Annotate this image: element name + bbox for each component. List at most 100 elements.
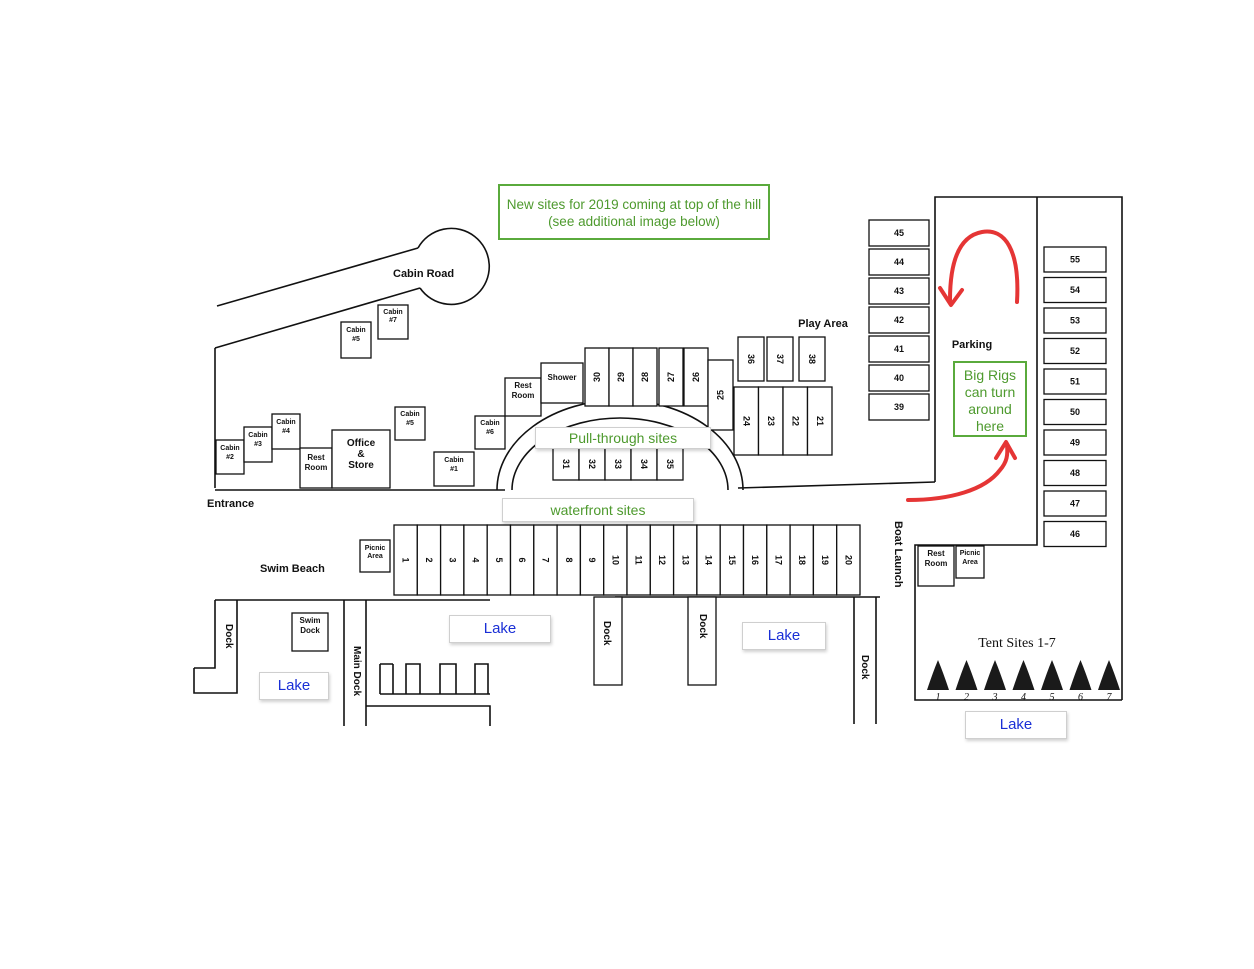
svg-text:Rest: Rest [927, 549, 945, 558]
campsite-7: 7 [533, 524, 558, 596]
entrance-label: Entrance [207, 498, 254, 510]
svg-text:4: 4 [471, 557, 481, 562]
svg-text:2: 2 [964, 692, 969, 703]
big-rigs-note: Big Rigs can turn around here [953, 361, 1027, 437]
campsite-49: 49 [1043, 429, 1107, 456]
shoreline [193, 596, 880, 726]
tent-site-7: 7 [1098, 660, 1120, 703]
campsite-48: 48 [1043, 459, 1107, 487]
lake-label-3-text: Lake [277, 677, 311, 694]
svg-text:42: 42 [894, 315, 904, 325]
picnic-area-beach: Picnic Area [359, 539, 391, 573]
campsite-46: 46 [1043, 520, 1107, 548]
svg-text:29: 29 [616, 372, 626, 382]
lake-label-4-text: Lake [999, 716, 1033, 733]
svg-text:16: 16 [750, 555, 760, 565]
svg-text:10: 10 [610, 555, 620, 565]
campsite-15: 15 [719, 524, 745, 596]
campsite-43: 43 [868, 277, 930, 305]
campsite-32: 32 [578, 447, 606, 481]
campsite-14: 14 [696, 524, 721, 596]
svg-text:Cabin: Cabin [220, 445, 239, 452]
svg-text:39: 39 [894, 402, 904, 412]
svg-text:Rest: Rest [307, 453, 325, 462]
tent-site-5: 5 [1041, 660, 1063, 703]
shower-building: Shower [540, 362, 584, 404]
campsite-51: 51 [1043, 368, 1107, 395]
campsite-5: 5 [486, 524, 512, 596]
svg-text:5: 5 [1050, 692, 1055, 703]
campsite-25: 25 [707, 359, 734, 431]
svg-text:&: & [357, 449, 364, 460]
svg-text:Area: Area [962, 559, 978, 566]
svg-text:#5: #5 [406, 420, 414, 427]
svg-text:33: 33 [613, 459, 623, 469]
dock-label-right: Dock [697, 614, 708, 639]
svg-text:54: 54 [1070, 285, 1080, 295]
campsite-1: 1 [393, 524, 418, 596]
svg-text:Room: Room [925, 559, 948, 568]
turnaround-arrows [906, 229, 1020, 502]
rest-room-entrance: Rest Room [299, 447, 333, 489]
svg-text:18: 18 [797, 555, 807, 565]
svg-text:17: 17 [773, 555, 783, 565]
svg-text:30: 30 [592, 372, 602, 382]
lake-label-4: Lake [965, 711, 1067, 739]
campsite-53: 53 [1043, 307, 1107, 334]
svg-text:#1: #1 [450, 466, 458, 473]
campsite-55: 55 [1043, 246, 1107, 273]
campsite-45: 45 [868, 219, 930, 247]
campsite-36: 36 [737, 336, 765, 382]
svg-text:Cabin: Cabin [276, 419, 295, 426]
campsite-29: 29 [608, 347, 634, 407]
svg-text:36: 36 [746, 354, 756, 364]
new-sites-note-text: New sites for 2019 coming at top of the … [506, 197, 762, 229]
dock-label-left: Dock [223, 624, 234, 649]
campsite-12: 12 [649, 524, 675, 596]
cabin-road-label: Cabin Road [393, 268, 454, 280]
campsite-37: 37 [766, 336, 794, 382]
cabin-6: Cabin #6 [474, 415, 506, 450]
svg-text:14: 14 [704, 555, 714, 565]
svg-text:41: 41 [894, 344, 904, 354]
svg-text:38: 38 [807, 354, 817, 364]
svg-text:19: 19 [820, 555, 830, 565]
svg-text:#6: #6 [486, 429, 494, 436]
tent-site-1: 1 [927, 660, 949, 703]
svg-text:25: 25 [716, 390, 726, 400]
svg-text:26: 26 [691, 372, 701, 382]
svg-text:1: 1 [401, 557, 411, 562]
svg-text:27: 27 [666, 372, 676, 382]
new-sites-note: New sites for 2019 coming at top of the … [498, 184, 770, 240]
svg-text:53: 53 [1070, 316, 1080, 326]
svg-text:22: 22 [790, 416, 800, 426]
svg-text:Dock: Dock [300, 626, 320, 635]
svg-text:5: 5 [494, 557, 504, 562]
campsite-9: 9 [579, 524, 605, 596]
campsite-3: 3 [439, 524, 465, 596]
svg-text:40: 40 [894, 373, 904, 383]
cabin-2: Cabin #2 [215, 439, 245, 475]
main-dock-label: Main Dock [351, 646, 362, 696]
svg-text:31: 31 [561, 459, 571, 469]
lake-label-3: Lake [259, 672, 329, 700]
campsite-33: 33 [604, 447, 632, 481]
svg-text:7: 7 [540, 557, 550, 562]
svg-text:52: 52 [1070, 346, 1080, 356]
svg-text:1: 1 [936, 692, 941, 703]
svg-text:45: 45 [894, 228, 904, 238]
svg-text:46: 46 [1070, 529, 1080, 539]
pull-through-label: Pull-through sites [535, 427, 711, 449]
campsite-30: 30 [584, 347, 610, 407]
svg-text:Shower: Shower [548, 373, 577, 382]
svg-text:6: 6 [517, 557, 527, 562]
boat-launch-label: Boat Launch [892, 521, 904, 588]
cabin-7: Cabin #7 [377, 304, 409, 340]
svg-text:2: 2 [424, 557, 434, 562]
campsite-47: 47 [1043, 490, 1107, 517]
campsite-23: 23 [757, 386, 784, 456]
lake-label-1: Lake [449, 615, 551, 643]
svg-text:43: 43 [894, 286, 904, 296]
cabin-3: Cabin #3 [243, 426, 273, 463]
svg-text:Picnic: Picnic [960, 550, 981, 557]
